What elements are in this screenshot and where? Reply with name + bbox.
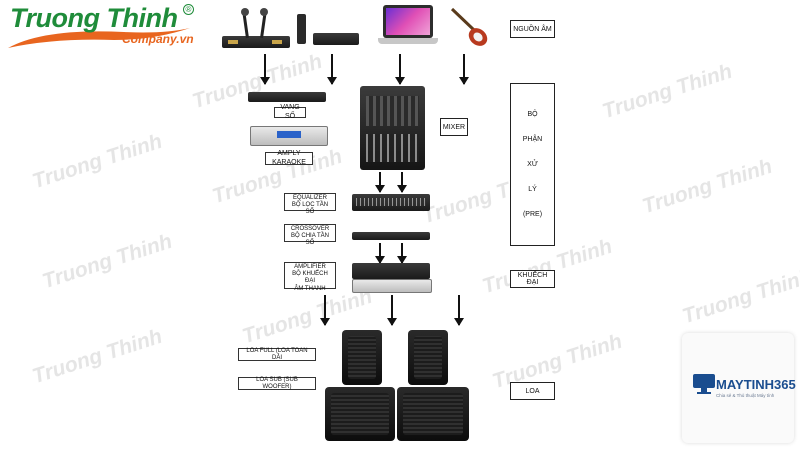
equalizer-subtitle: BỘ LỌC TẦN SỐ (291, 202, 329, 216)
dvd-player (313, 33, 359, 45)
guitar-icon (450, 7, 488, 46)
subwoofer-speaker (397, 387, 469, 441)
watermark: Truong Thinh (29, 324, 166, 389)
label-vang-so: VANG SỐ (274, 104, 306, 120)
crossover-device (352, 232, 430, 240)
label-crossover: CROSSOVER BỘ CHIA TẦN SỐ (284, 224, 336, 246)
watermark: Truong Thinh (599, 59, 736, 124)
watermark: Truong Thinh (679, 264, 800, 329)
usb-stick (297, 14, 306, 44)
logo-name: Truong Thinh (10, 3, 178, 33)
pre-line: BỘ (527, 111, 538, 118)
watermark: Truong Thinh (639, 154, 776, 219)
equalizer-title: EQUALIZER (292, 195, 327, 201)
label-source: NGUỒN ÂM (510, 20, 555, 38)
monitor-icon (693, 374, 715, 394)
brand-name: MAYTINH365 (716, 377, 796, 392)
full-range-speaker (408, 330, 448, 385)
amplifier-subtitle-1: BỘ KHUẾCH ĐẠI (292, 271, 328, 285)
label-amplifier: AMPLIFIER BỘ KHUẾCH ĐẠI ÂM THANH (284, 262, 336, 292)
label-equalizer: EQUALIZER BỘ LỌC TẦN SỐ (284, 193, 336, 215)
equalizer-device (352, 194, 430, 211)
amplifier-title: AMPLIFIER (294, 264, 326, 270)
karaoke-amplifier (250, 126, 328, 146)
brand-tagline: Chia sẻ & Thủ thuật Máy tính (716, 393, 775, 398)
subwoofer-speaker (325, 387, 395, 441)
crossover-title: CROSSOVER (290, 226, 330, 232)
pre-line: PHẬN (522, 136, 543, 143)
watermark: Truong Thinh (39, 229, 176, 294)
crossover-subtitle: BỘ CHIA TẦN SỐ (291, 233, 329, 247)
label-amply-karaoke: AMPLY KARAOKE (265, 150, 313, 166)
pre-line: (PRE) (522, 211, 543, 218)
digital-echo-device (248, 92, 326, 102)
watermark: Truong Thinh (189, 49, 326, 114)
wireless-mic-receiver (222, 8, 290, 48)
label-loa-full: LOA FULL (LOA TOAN DẢI (238, 348, 316, 361)
label-loa-sub: LOA SUB (SUB WOOFER) (238, 377, 316, 390)
logo-sub: Company.vn (122, 32, 194, 46)
label-khuech-dai: KHUẾCH ĐẠI (510, 270, 555, 288)
pre-line: XỬ (527, 161, 538, 168)
laptop (378, 5, 438, 47)
label-loa: LOA (510, 382, 555, 400)
brand-card: MAYTINH365 Chia sẻ & Thủ thuật Máy tính (682, 333, 796, 443)
logo-registered: ® (183, 4, 194, 15)
full-range-speaker (342, 330, 382, 385)
logo: Truong Thinh Company.vn ® (0, 0, 200, 55)
mixer-device (360, 86, 425, 170)
pre-line: LÝ (528, 186, 537, 193)
label-pre-processing: BỘ PHẬN XỬ LÝ (PRE) (510, 83, 555, 246)
label-mixer: MIXER (440, 118, 468, 136)
logo-swoosh-icon (8, 28, 190, 48)
watermark: Truong Thinh (29, 129, 166, 194)
amplifier-subtitle-2: ÂM THANH (294, 285, 326, 292)
power-amplifier-device (352, 263, 432, 293)
